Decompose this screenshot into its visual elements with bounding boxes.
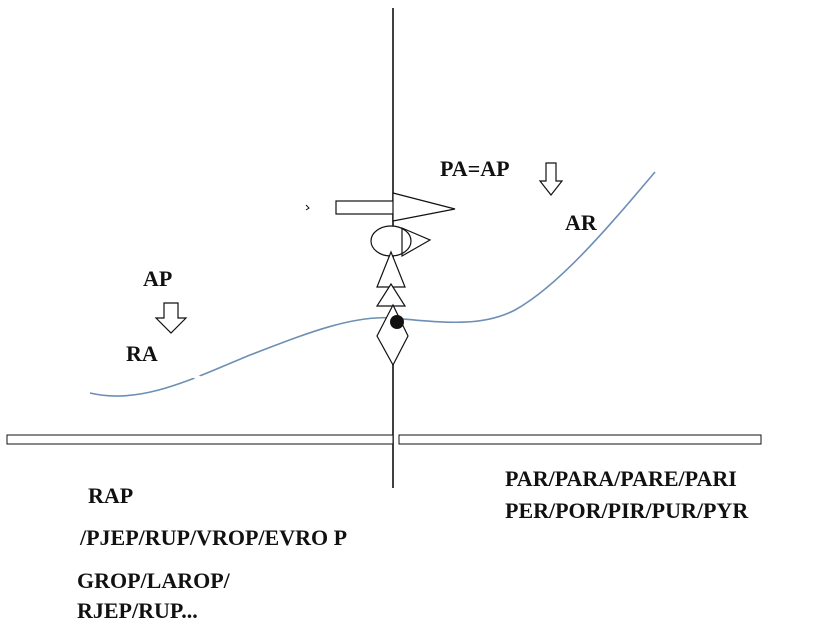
label-left-line-3: GROP/LAROP/ <box>77 570 230 592</box>
label-left-line-1: RAP <box>88 485 133 507</box>
small-dot-mark <box>306 205 309 210</box>
label-ar: AR <box>565 212 597 234</box>
right-bar <box>399 435 761 444</box>
figure-body-triangle-upper <box>377 252 405 287</box>
figure-arrow-head <box>393 193 455 221</box>
figure-black-dot <box>390 315 404 329</box>
label-right-line-2: PER/POR/PIR/PUR/PYR <box>505 500 748 522</box>
curve-gap <box>182 372 200 378</box>
down-arrow-icon-left <box>156 303 186 333</box>
label-left-line-4: RJEP/RUP... <box>77 600 198 622</box>
figure-arm-bar <box>336 201 394 214</box>
label-right-line-1: PAR/PARA/PARE/PARI <box>505 468 737 490</box>
label-ap: AP <box>143 268 172 290</box>
figure-diamond <box>377 305 408 365</box>
down-arrow-icon-top <box>540 163 562 195</box>
label-pa-equals-ap: PA=AP <box>440 158 510 180</box>
label-ra: RA <box>126 343 158 365</box>
label-left-line-2: /PJEP/RUP/VROP/EVRO P <box>80 527 347 549</box>
left-bar <box>7 435 393 444</box>
